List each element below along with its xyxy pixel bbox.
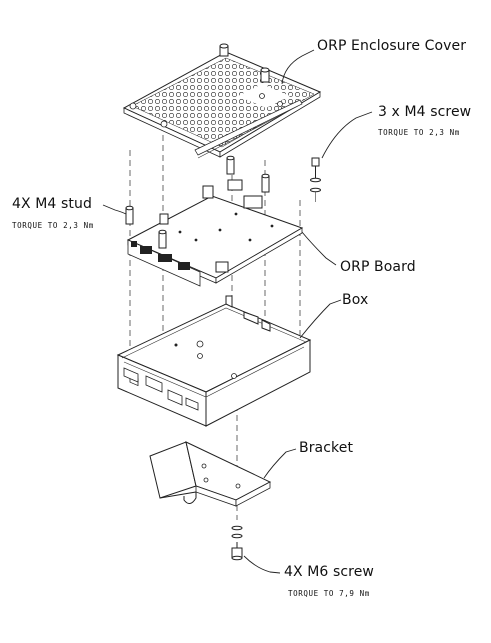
leader-m4-stud bbox=[102, 204, 127, 215]
m4-stud-1 bbox=[125, 205, 134, 225]
label-m4-screw-torque: TORQUE TO 2,3 Nm bbox=[378, 128, 460, 137]
leader-box bbox=[299, 299, 342, 339]
orp-board bbox=[126, 179, 304, 287]
standoff-upper-1 bbox=[226, 155, 235, 175]
label-bracket: Bracket bbox=[299, 440, 354, 456]
label-m4-screw: 3 x M4 screw bbox=[378, 104, 472, 120]
board-component-1 bbox=[202, 185, 214, 199]
leader-m6-screw bbox=[243, 555, 281, 574]
label-m4-stud-torque: TORQUE TO 2,3 Nm bbox=[12, 221, 94, 230]
cover-perforation bbox=[131, 57, 315, 148]
label-m6-screw: 4X M6 screw bbox=[284, 564, 374, 580]
m4-screw-stack bbox=[310, 157, 321, 202]
leader-lines bbox=[102, 49, 373, 574]
bracket bbox=[149, 441, 272, 507]
enclosure-cover bbox=[122, 43, 322, 159]
label-board: ORP Board bbox=[340, 259, 416, 275]
cover-knurled-nut-1 bbox=[219, 43, 229, 57]
label-m6-screw-torque: TORQUE TO 7,9 Nm bbox=[288, 589, 370, 598]
m4-studs bbox=[125, 205, 167, 249]
cover-knurled-nut-2 bbox=[260, 67, 270, 83]
leader-board bbox=[301, 231, 337, 266]
m6-screw-stack bbox=[231, 525, 243, 561]
leader-bracket bbox=[263, 448, 297, 479]
board-component-3 bbox=[243, 195, 263, 209]
box bbox=[116, 295, 312, 427]
leader-cover bbox=[281, 49, 315, 85]
standoff-upper-2 bbox=[261, 173, 270, 193]
label-cover: ORP Enclosure Cover bbox=[317, 38, 467, 54]
m4-stud-2 bbox=[158, 229, 167, 249]
label-box: Box bbox=[342, 292, 369, 308]
board-component-2 bbox=[227, 179, 243, 191]
box-right-wall bbox=[205, 339, 311, 427]
leader-m4-screw bbox=[321, 111, 373, 159]
label-m4-stud: 4X M4 stud bbox=[12, 196, 92, 212]
m4-standoffs-upper bbox=[226, 155, 270, 193]
board-component-4 bbox=[215, 261, 229, 273]
